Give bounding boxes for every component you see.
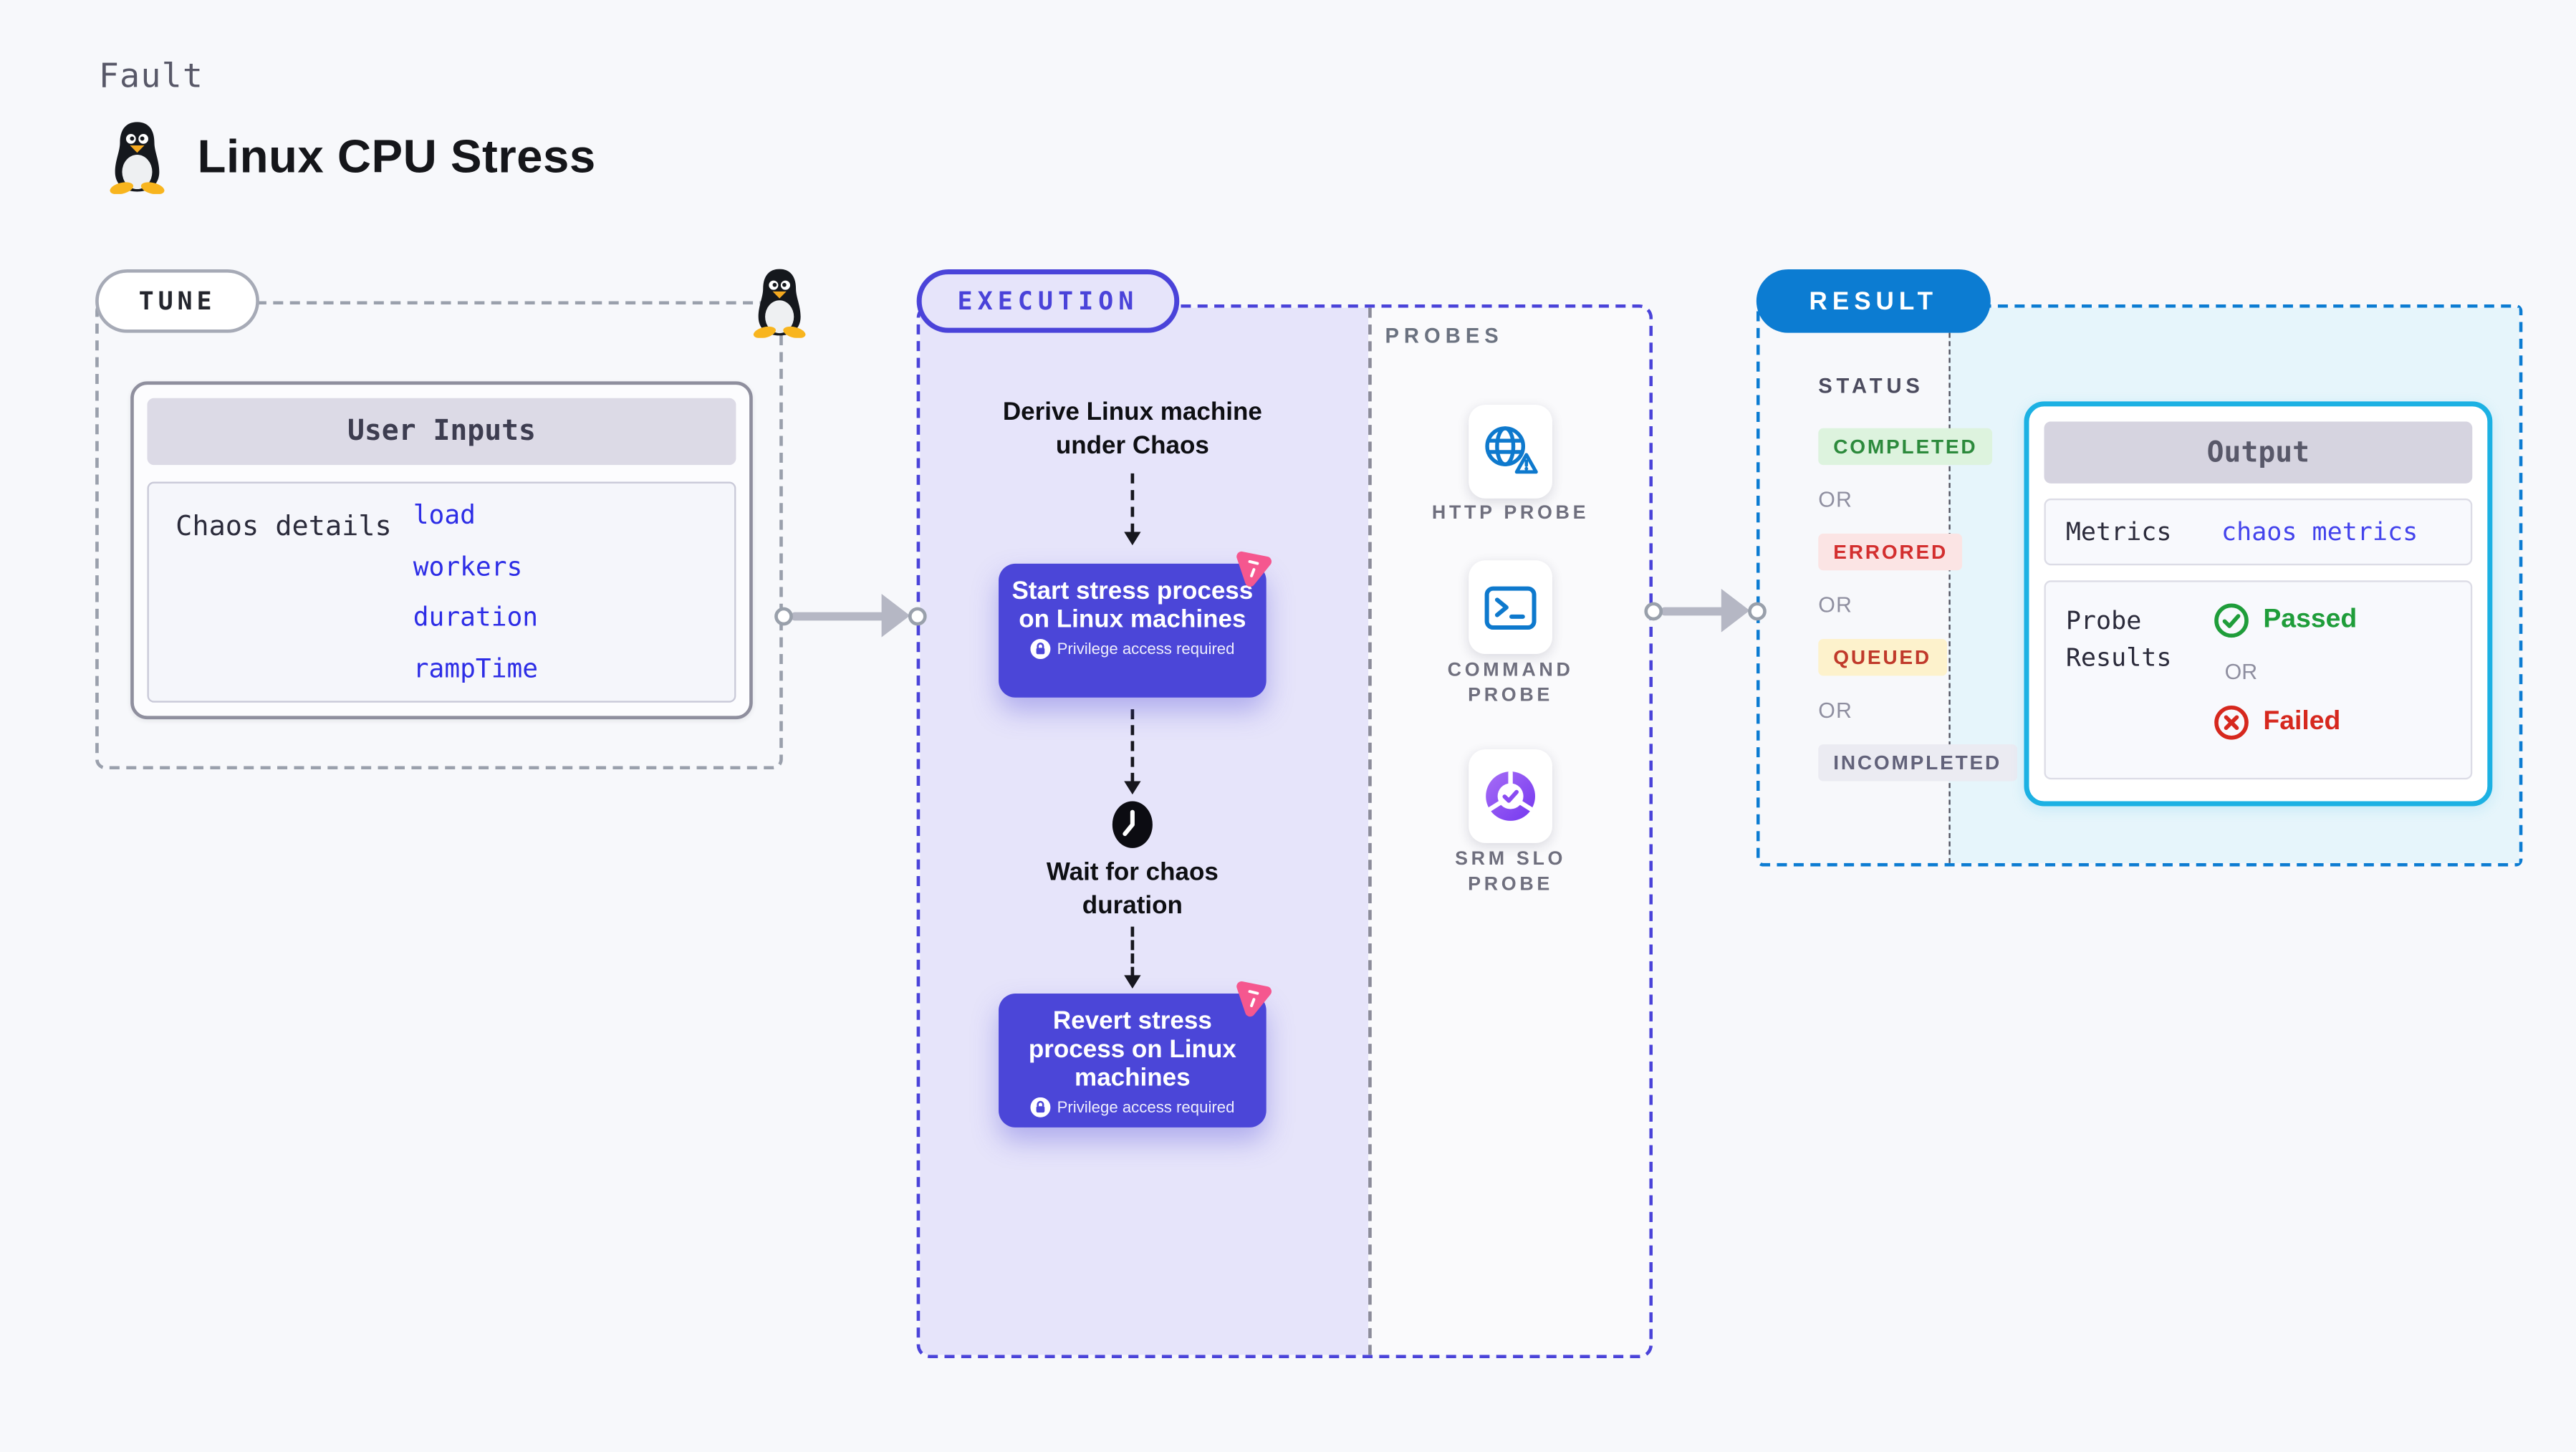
probe-results-row: Probe Results Passed OR Failed bbox=[2044, 580, 2473, 780]
slo-donut-icon bbox=[1486, 770, 1535, 821]
globe-alert-icon bbox=[1485, 426, 1538, 474]
terminal-icon bbox=[1484, 585, 1537, 629]
revert-stress-node-title: Revert stress process on Linux machines bbox=[1028, 1006, 1236, 1092]
arrow-right-icon bbox=[881, 593, 910, 638]
flow-connector bbox=[1130, 709, 1135, 783]
probes-label: PROBES bbox=[1385, 324, 1504, 348]
probe-results-values: Passed OR Failed bbox=[2213, 602, 2357, 741]
or-separator: OR bbox=[2224, 659, 2258, 685]
chaos-pink-icon bbox=[1229, 973, 1279, 1022]
user-inputs-card: User Inputs Chaos details load workers d… bbox=[130, 381, 753, 720]
privilege-note: Privilege access required bbox=[1057, 1097, 1235, 1117]
wait-step-text: Wait for chaos duration bbox=[1046, 857, 1219, 920]
arrow-down-icon bbox=[1123, 532, 1140, 546]
revert-stress-node: Revert stress process on Linux machines … bbox=[999, 994, 1267, 1128]
user-input-links: load workers duration rampTime bbox=[413, 500, 538, 704]
tune-to-execution-arrow bbox=[791, 611, 885, 620]
output-header: Output bbox=[2044, 421, 2473, 484]
tux-penguin-icon bbox=[108, 122, 166, 194]
command-probe-label: COMMAND PROBE bbox=[1447, 660, 1574, 706]
passed-label: Passed bbox=[2263, 605, 2358, 635]
lock-icon bbox=[1030, 1097, 1051, 1117]
command-probe-card bbox=[1469, 560, 1552, 655]
arrow-right-icon bbox=[1721, 588, 1750, 633]
arrow-down-icon bbox=[1123, 781, 1140, 795]
user-inputs-header: User Inputs bbox=[147, 398, 736, 466]
user-inputs-body: Chaos details load workers duration ramp… bbox=[147, 481, 736, 704]
chaos-metrics-link[interactable]: chaos metrics bbox=[2221, 516, 2418, 547]
or-separator: OR bbox=[1818, 697, 1853, 723]
result-section-label: RESULT bbox=[1756, 269, 1991, 333]
metrics-row: Metrics chaos metrics bbox=[2044, 498, 2473, 566]
http-probe-card bbox=[1469, 405, 1552, 499]
port-handle bbox=[1747, 601, 1766, 620]
srm-slo-probe-label: SRM SLO PROBE bbox=[1455, 850, 1567, 895]
arrow-down-icon bbox=[1123, 975, 1140, 989]
flow-connector bbox=[1130, 926, 1135, 977]
flow-connector bbox=[1130, 473, 1135, 534]
input-link-workers[interactable]: workers bbox=[413, 551, 523, 582]
clock-icon bbox=[1112, 801, 1153, 848]
page-title: Linux CPU Stress bbox=[197, 130, 596, 183]
status-badge-completed: COMPLETED bbox=[1818, 428, 1993, 466]
or-separator: OR bbox=[1818, 592, 1853, 617]
execution-to-result-arrow bbox=[1661, 606, 1725, 615]
tux-penguin-icon bbox=[752, 269, 807, 338]
chaos-details-label: Chaos details bbox=[176, 510, 392, 542]
http-probe-label: HTTP PROBE bbox=[1431, 503, 1590, 524]
status-badge-errored: ERRORED bbox=[1818, 533, 1964, 571]
probe-results-label: Probe Results bbox=[2065, 605, 2172, 673]
input-link-duration[interactable]: duration bbox=[413, 602, 539, 633]
start-stress-node: Start stress process on Linux machines P… bbox=[999, 563, 1267, 698]
chaos-pink-icon bbox=[1229, 543, 1279, 592]
start-stress-node-title: Start stress process on Linux machines bbox=[1011, 577, 1254, 635]
srm-slo-probe-card bbox=[1469, 749, 1552, 843]
input-link-ramptime[interactable]: rampTime bbox=[413, 653, 539, 683]
x-circle-icon bbox=[2214, 705, 2249, 740]
execution-section-label: EXECUTION bbox=[916, 269, 1180, 333]
status-badge-incompleted: INCOMPLETED bbox=[1818, 744, 2017, 782]
failed-label: Failed bbox=[2263, 707, 2341, 736]
port-handle bbox=[773, 606, 792, 625]
lock-icon bbox=[1030, 639, 1051, 660]
check-circle-icon bbox=[2214, 603, 2249, 638]
tune-section-label: TUNE bbox=[95, 269, 259, 333]
status-badge-queued: QUEUED bbox=[1818, 639, 1946, 676]
failed-row: Failed bbox=[2213, 704, 2357, 741]
passed-row: Passed bbox=[2213, 602, 2357, 639]
tune-section bbox=[95, 301, 783, 770]
status-column: STATUS COMPLETED OR ERRORED OR QUEUED OR… bbox=[1818, 375, 2017, 803]
output-card: Output Metrics chaos metrics Probe Resul… bbox=[2024, 401, 2493, 807]
privilege-note: Privilege access required bbox=[1057, 640, 1235, 658]
derive-step-text: Derive Linux machine under Chaos bbox=[1002, 398, 1262, 459]
fault-kind-label: Fault bbox=[98, 55, 204, 96]
port-handle bbox=[907, 606, 926, 625]
status-label: STATUS bbox=[1818, 375, 1924, 398]
or-separator: OR bbox=[1818, 486, 1853, 512]
port-handle bbox=[1643, 601, 1662, 620]
input-link-load[interactable]: load bbox=[413, 500, 476, 531]
metrics-label: Metrics bbox=[2065, 516, 2172, 547]
